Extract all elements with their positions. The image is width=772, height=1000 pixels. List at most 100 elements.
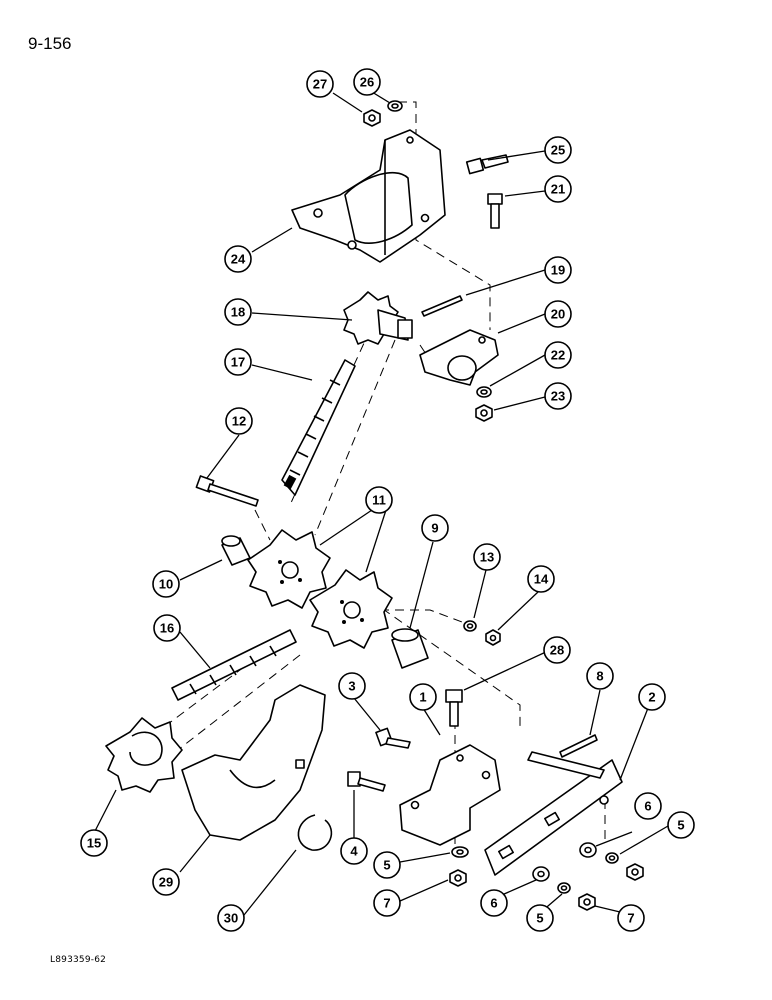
washer-22 [476, 386, 492, 398]
bolt-4 [347, 771, 386, 792]
callout-7a: 7 [373, 889, 401, 917]
callout-6b: 6 [480, 889, 508, 917]
nut-23 [475, 404, 493, 422]
svg-text:19: 19 [551, 263, 565, 278]
callout-7b: 7 [617, 904, 645, 932]
nut-27 [363, 109, 381, 127]
callout-17: 17 [224, 348, 252, 376]
washer-5b [605, 852, 619, 864]
svg-text:10: 10 [159, 577, 173, 592]
bolt-25 [465, 154, 509, 175]
callout-19: 19 [544, 256, 572, 284]
callout-5a: 5 [373, 851, 401, 879]
svg-text:18: 18 [231, 305, 245, 320]
washer-13 [463, 620, 477, 632]
callout-1: 1 [409, 683, 437, 711]
washer-5c [557, 882, 571, 894]
hook-bracket-29 [181, 684, 326, 841]
callout-9: 9 [421, 514, 449, 542]
callout-3: 3 [338, 672, 366, 700]
svg-text:1: 1 [419, 690, 426, 705]
svg-text:2: 2 [648, 690, 655, 705]
callout-29: 29 [152, 868, 180, 896]
svg-text:12: 12 [232, 414, 246, 429]
svg-text:15: 15 [87, 836, 101, 851]
callout-28: 28 [543, 636, 571, 664]
svg-text:16: 16 [160, 621, 174, 636]
svg-text:11: 11 [372, 493, 386, 508]
bracket-housing-part-24 [291, 129, 446, 263]
cotter-pin-19 [421, 295, 463, 317]
callout-23: 23 [544, 382, 572, 410]
callout-5c: 5 [526, 904, 554, 932]
callout-4: 4 [340, 837, 368, 865]
sprocket-11a [247, 529, 331, 609]
svg-text:24: 24 [231, 252, 246, 267]
washer-6a [532, 866, 550, 882]
svg-text:5: 5 [677, 818, 684, 833]
spacer-9 [391, 628, 429, 669]
svg-text:17: 17 [231, 355, 245, 370]
svg-text:5: 5 [383, 858, 390, 873]
sprocket-11b [309, 569, 393, 649]
callout-14: 14 [527, 565, 555, 593]
spacer-10 [221, 535, 251, 566]
sprocket-18 [343, 291, 413, 345]
bolt-28 [445, 689, 463, 727]
washer-6b [579, 842, 597, 858]
svg-text:9: 9 [431, 521, 438, 536]
svg-text:29: 29 [159, 875, 173, 890]
nut-14 [485, 629, 501, 646]
callout-18: 18 [224, 298, 252, 326]
callout-16: 16 [153, 614, 181, 642]
mounting-bracket-1 [399, 744, 501, 846]
callout-25: 25 [544, 136, 572, 164]
callout-30: 30 [217, 904, 245, 932]
bolt-21 [487, 193, 503, 229]
callout-20: 20 [544, 300, 572, 328]
nut-7a [449, 869, 467, 887]
plate-2 [484, 751, 623, 876]
washer-26 [387, 100, 403, 112]
callout-10: 10 [152, 570, 180, 598]
callout-12: 12 [225, 407, 253, 435]
svg-text:23: 23 [551, 389, 565, 404]
svg-text:7: 7 [627, 911, 634, 926]
svg-text:3: 3 [348, 679, 355, 694]
snap-ring-30 [297, 814, 333, 851]
cotter-pin-8 [559, 734, 598, 758]
svg-text:20: 20 [551, 307, 565, 322]
svg-text:7: 7 [383, 896, 390, 911]
svg-text:28: 28 [550, 643, 564, 658]
nut-7c [626, 863, 644, 881]
clamp-20 [419, 329, 499, 386]
callout-13: 13 [473, 543, 501, 571]
callout-11: 11 [365, 486, 393, 514]
bolt-3 [375, 727, 411, 749]
svg-text:22: 22 [551, 348, 565, 363]
callout-8: 8 [586, 662, 614, 690]
svg-text:30: 30 [224, 911, 238, 926]
drawing-code: L893359-62 [50, 955, 107, 965]
callout-5b: 5 [667, 811, 695, 839]
callout-22: 22 [544, 341, 572, 369]
callout-27: 27 [306, 70, 334, 98]
sprocket-15 [105, 717, 183, 793]
washer-5a [451, 846, 469, 858]
svg-text:26: 26 [360, 75, 374, 90]
callout-2: 2 [638, 683, 666, 711]
svg-text:6: 6 [490, 896, 497, 911]
svg-text:27: 27 [313, 77, 327, 92]
callout-21: 21 [544, 175, 572, 203]
callout-26: 26 [353, 68, 381, 96]
bolt-12 [195, 475, 259, 507]
svg-text:25: 25 [551, 143, 565, 158]
svg-text:4: 4 [350, 844, 358, 859]
callout-15: 15 [80, 829, 108, 857]
svg-text:8: 8 [596, 669, 603, 684]
svg-text:5: 5 [536, 911, 543, 926]
callout-24: 24 [224, 245, 252, 273]
svg-text:14: 14 [534, 572, 549, 587]
page-number: 9-156 [28, 34, 72, 53]
